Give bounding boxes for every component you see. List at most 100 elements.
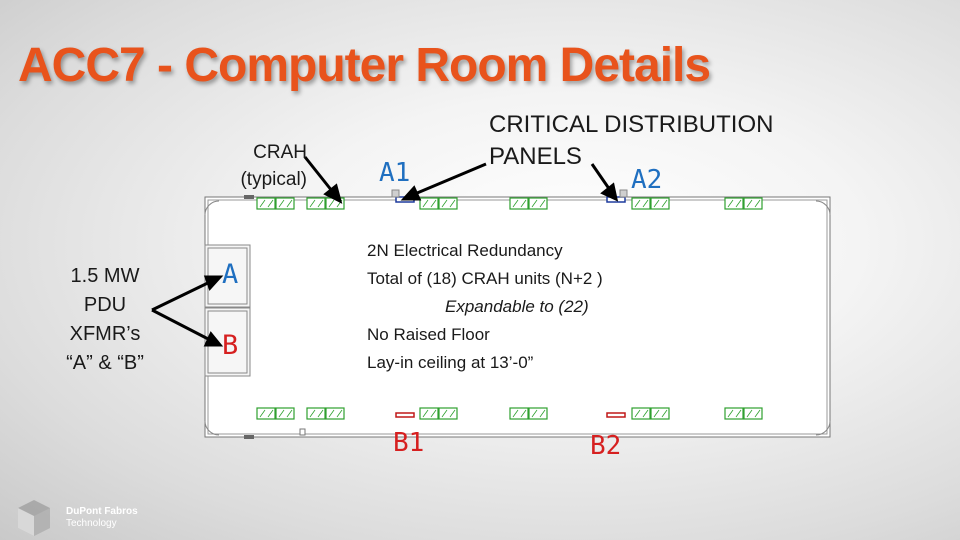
xfmr-rooms: [204, 244, 251, 377]
crah-unit: [631, 407, 651, 420]
crah-unit-hatch: [309, 199, 316, 208]
crah-unit-hatch: [317, 199, 324, 208]
crah-unit: [438, 197, 458, 210]
panel-b1-box: [395, 412, 415, 418]
crah-unit: [724, 407, 744, 420]
xfmr-a-label: A: [222, 259, 239, 290]
crah-unit-hatch: [512, 199, 519, 208]
room-notes: 2N Electrical Redundancy Total of (18) C…: [367, 237, 603, 377]
crah-unit-hatch: [267, 409, 274, 418]
crah-unit-hatch: [642, 409, 649, 418]
cdp-label-line1: CRITICAL DISTRIBUTION: [489, 111, 774, 138]
crah-unit: [650, 407, 670, 420]
crah-unit: [528, 407, 548, 420]
door-swings: [204, 195, 831, 439]
crah-unit: [438, 407, 458, 420]
crah-unit: [275, 197, 295, 210]
crah-label-line1: CRAH: [253, 142, 307, 163]
note-crah-total: Total of (18) CRAH units (N+2 ): [367, 269, 603, 288]
crah-unit-hatch: [746, 409, 753, 418]
crah-label: CRAH (typical): [203, 139, 307, 193]
crah-unit: [419, 407, 439, 420]
crah-unit-hatch: [317, 409, 324, 418]
xfmr-b-label: B: [222, 330, 239, 361]
crah-unit: [509, 197, 529, 210]
crah-unit-hatch: [539, 199, 546, 208]
crah-unit: [509, 407, 529, 420]
panel-a2-label: A2: [631, 165, 663, 195]
crah-unit: [743, 197, 763, 210]
crah-unit-hatch: [286, 409, 293, 418]
crah-unit-hatch: [278, 199, 285, 208]
crah-unit-hatch: [653, 409, 660, 418]
crah-unit-hatch: [653, 199, 660, 208]
note-ceiling: Lay-in ceiling at 13’-0”: [367, 353, 534, 372]
crah-unit-hatch: [336, 409, 343, 418]
crah-unit-hatch: [727, 409, 734, 418]
company-name: DuPont Fabros Technology: [66, 506, 138, 530]
crah-unit: [419, 197, 439, 210]
crah-label-line2: (typical): [240, 169, 307, 190]
note-redundancy: 2N Electrical Redundancy: [367, 241, 563, 260]
crah-unit: [306, 407, 326, 420]
crah-unit-hatch: [328, 409, 335, 418]
crah-unit-hatch: [539, 409, 546, 418]
crah-unit-hatch: [735, 409, 742, 418]
crah-unit-hatch: [746, 199, 753, 208]
crah-unit-hatch: [634, 409, 641, 418]
crah-unit: [325, 407, 345, 420]
note-floor: No Raised Floor: [367, 325, 490, 344]
crah-unit-hatch: [449, 199, 456, 208]
crah-unit: [275, 407, 295, 420]
crah-unit-hatch: [754, 199, 761, 208]
crah-unit-hatch: [259, 409, 266, 418]
company-name-line2: Technology: [66, 518, 117, 529]
panel-b1-label: B1: [393, 428, 425, 458]
cdp-label-line2: PANELS: [489, 143, 582, 170]
crah-unit: [743, 407, 763, 420]
crah-unit-hatch: [259, 199, 266, 208]
crah-unit-hatch: [430, 199, 437, 208]
pdu-label-line4: “A” & “B”: [66, 352, 144, 374]
crah-unit-hatch: [422, 199, 429, 208]
panel-a1-label: A1: [379, 158, 411, 188]
crah-unit-hatch: [754, 409, 761, 418]
crah-unit-hatch: [267, 199, 274, 208]
panel-b2-label: B2: [590, 431, 622, 461]
crah-unit: [631, 197, 651, 210]
note-expandable: Expandable to (22): [445, 297, 589, 316]
crah-unit-hatch: [422, 409, 429, 418]
crah-unit-hatch: [661, 199, 668, 208]
crah-unit: [306, 197, 326, 210]
crah-unit: [528, 197, 548, 210]
panel-b2-box: [606, 412, 626, 418]
crah-unit-hatch: [642, 199, 649, 208]
callout-arrows: [151, 156, 619, 347]
pdu-label-line1: 1.5 MW: [70, 265, 140, 287]
crah-unit: [256, 407, 276, 420]
crah-unit-hatch: [328, 199, 335, 208]
crah-unit-hatch: [286, 199, 293, 208]
crah-unit-hatch: [512, 409, 519, 418]
company-logo: [18, 500, 50, 536]
arrow-xfmr-b: [151, 308, 215, 344]
crah-unit-hatch: [661, 409, 668, 418]
pdu-label-line2: PDU: [83, 294, 127, 316]
crah-unit-hatch: [441, 199, 448, 208]
arrow-xfmr-a: [151, 278, 215, 312]
crah-unit-hatch: [727, 199, 734, 208]
pdu-label: 1.5 MW PDU XFMR’s “A” & “B”: [40, 262, 170, 378]
crah-row-top: [256, 197, 763, 210]
crah-unit: [724, 197, 744, 210]
pdu-label-line3: XFMR’s: [69, 323, 141, 345]
crah-row-bottom: [256, 407, 763, 420]
crah-unit-hatch: [430, 409, 437, 418]
crah-unit-hatch: [520, 409, 527, 418]
company-name-line1: DuPont Fabros: [66, 506, 138, 517]
crah-unit-hatch: [520, 199, 527, 208]
crah-unit-hatch: [531, 409, 538, 418]
crah-unit-hatch: [441, 409, 448, 418]
crah-unit-hatch: [735, 199, 742, 208]
crah-unit-hatch: [278, 409, 285, 418]
